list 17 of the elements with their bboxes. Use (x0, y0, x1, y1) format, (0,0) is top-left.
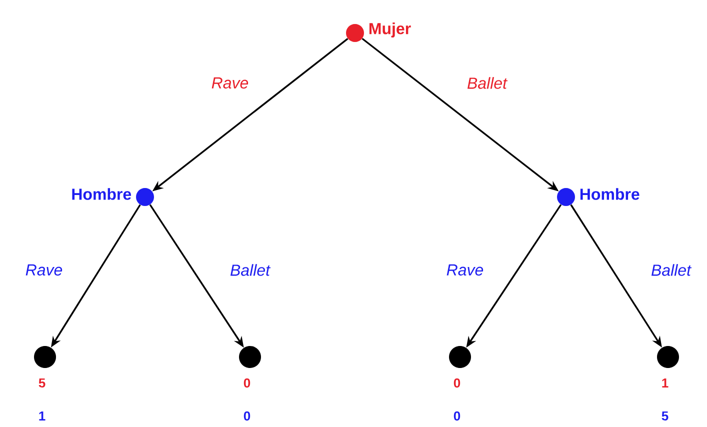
action-label: Ballet (650, 263, 692, 277)
player-label: Hombre (72, 188, 132, 200)
action-label: Ballet (466, 76, 508, 90)
player-label: Mujer (369, 22, 411, 38)
action-label: Ballet (229, 263, 272, 277)
action-label: Rave (445, 263, 485, 277)
payoff-value: 0 (244, 411, 250, 421)
payoff-value: 0 (454, 378, 460, 388)
action-label: Rave (24, 263, 64, 277)
player-label: Hombre (580, 188, 640, 200)
payoff-value: 5 (662, 411, 668, 421)
payoff-value: 0 (454, 411, 460, 421)
payoff-value: 1 (39, 412, 46, 420)
payoff-value: 0 (244, 378, 250, 388)
action-label: Rave (210, 76, 250, 90)
payoff-value: 1 (662, 378, 668, 388)
payoff-value: 5 (38, 378, 46, 388)
